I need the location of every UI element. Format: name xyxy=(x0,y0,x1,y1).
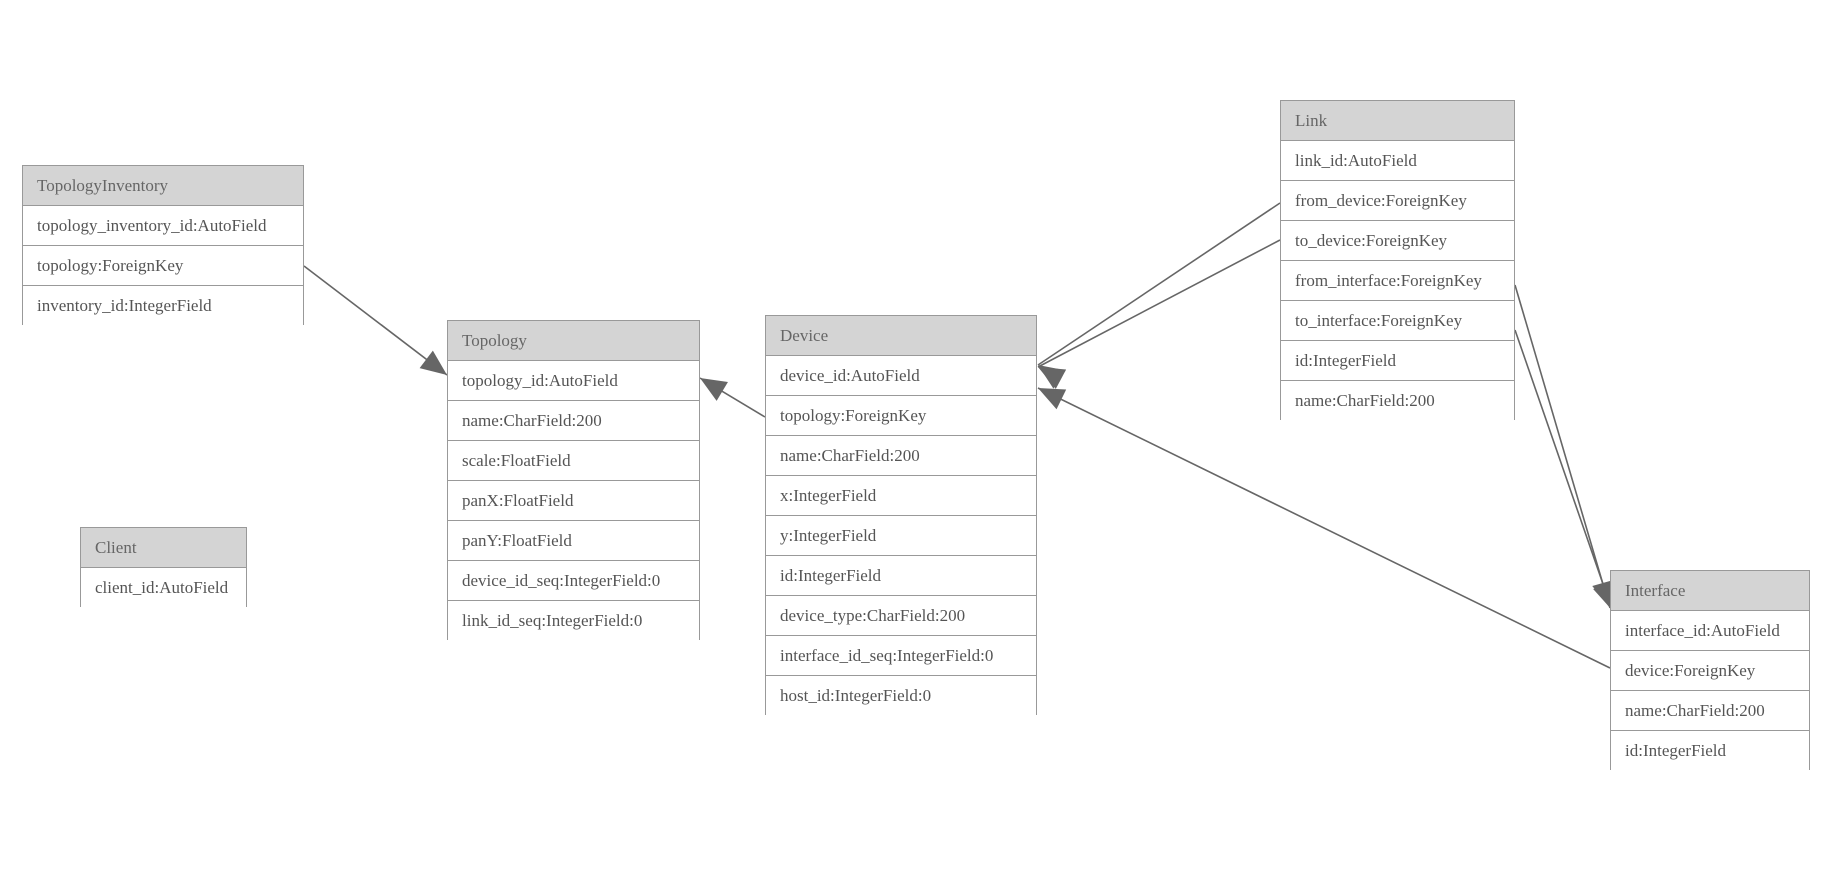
entity-title-topology: Topology xyxy=(448,321,699,361)
entity-field[interactable]: link_id:AutoField xyxy=(1281,141,1514,181)
entity-title-interface: Interface xyxy=(1611,571,1809,611)
entity-field[interactable]: host_id:IntegerField:0 xyxy=(766,676,1036,716)
relationship-device-topology xyxy=(699,377,766,418)
relationship-link-to-device xyxy=(1037,239,1281,389)
entity-title-client: Client xyxy=(81,528,246,568)
entity-field[interactable]: to_interface:ForeignKey xyxy=(1281,301,1514,341)
entity-field[interactable]: topology_inventory_id:AutoField xyxy=(23,206,303,246)
entity-field[interactable]: client_id:AutoField xyxy=(81,568,246,608)
entity-field[interactable]: interface_id:AutoField xyxy=(1611,611,1809,651)
entity-field[interactable]: y:IntegerField xyxy=(766,516,1036,556)
entity-field[interactable]: name:CharField:200 xyxy=(448,401,699,441)
entity-field[interactable]: id:IntegerField xyxy=(766,556,1036,596)
entity-field[interactable]: device_id_seq:IntegerField:0 xyxy=(448,561,699,601)
entity-field[interactable]: topology_id:AutoField xyxy=(448,361,699,401)
arrowhead xyxy=(1038,388,1067,410)
entity-field[interactable]: from_interface:ForeignKey xyxy=(1281,261,1514,301)
entity-field[interactable]: topology:ForeignKey xyxy=(766,396,1036,436)
entity-field[interactable]: name:CharField:200 xyxy=(1611,691,1809,731)
entity-title-device: Device xyxy=(766,316,1036,356)
entity-field[interactable]: interface_id_seq:IntegerField:0 xyxy=(766,636,1036,676)
relationship-link-from-device xyxy=(1037,202,1281,389)
relationship-topologyinventory-topology xyxy=(303,265,448,376)
entity-field[interactable]: id:IntegerField xyxy=(1611,731,1809,771)
relationship-link-from-interface xyxy=(1514,284,1614,609)
entity-field[interactable]: from_device:ForeignKey xyxy=(1281,181,1514,221)
entity-title-topologyinventory: TopologyInventory xyxy=(23,166,303,206)
entity-field[interactable]: device:ForeignKey xyxy=(1611,651,1809,691)
arrowhead xyxy=(1038,367,1067,389)
entity-field[interactable]: name:CharField:200 xyxy=(1281,381,1514,421)
entity-field[interactable]: scale:FloatField xyxy=(448,441,699,481)
entity-field[interactable]: id:IntegerField xyxy=(1281,341,1514,381)
relationship-interface-device xyxy=(1037,387,1611,669)
entity-field[interactable]: x:IntegerField xyxy=(766,476,1036,516)
entity-field[interactable]: device_type:CharField:200 xyxy=(766,596,1036,636)
entity-title-link: Link xyxy=(1281,101,1514,141)
entity-field[interactable]: link_id_seq:IntegerField:0 xyxy=(448,601,699,641)
entity-field[interactable]: name:CharField:200 xyxy=(766,436,1036,476)
entity-field[interactable]: panX:FloatField xyxy=(448,481,699,521)
entity-field[interactable]: device_id:AutoField xyxy=(766,356,1036,396)
entity-field[interactable]: panY:FloatField xyxy=(448,521,699,561)
entity-field[interactable]: to_device:ForeignKey xyxy=(1281,221,1514,261)
entity-field[interactable]: inventory_id:IntegerField xyxy=(23,286,303,326)
entity-field[interactable]: topology:ForeignKey xyxy=(23,246,303,286)
relationship-link-to-interface xyxy=(1514,329,1614,611)
